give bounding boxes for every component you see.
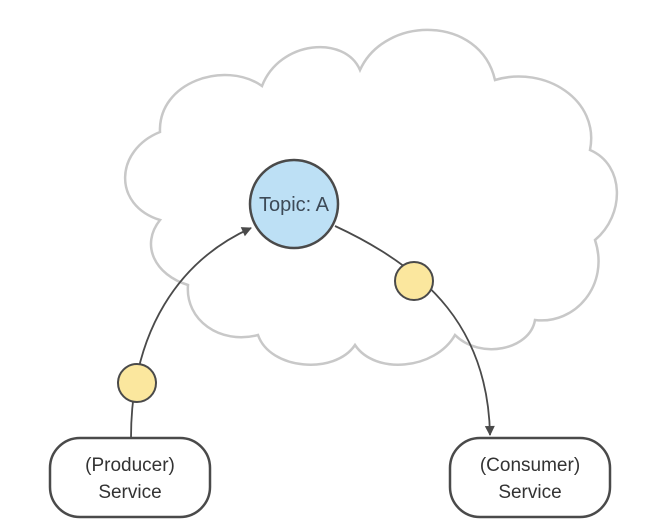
publish-connector (130, 227, 252, 439)
consumer-service-label-line2: Service (498, 482, 561, 503)
producer-service-label-line2: Service (98, 482, 161, 503)
producer-service-node[interactable]: (Producer) Service (48, 436, 212, 519)
topic-label: Topic: A (259, 194, 330, 216)
consumer-service-label-line1: (Consumer) (480, 455, 580, 476)
message-token-icon (394, 261, 434, 301)
subscribe-connector (334, 225, 495, 436)
topic-node[interactable]: Topic: A (248, 158, 340, 250)
message-token-icon (117, 363, 157, 403)
producer-service-label-line1: (Producer) (85, 455, 175, 476)
consumer-service-node[interactable]: (Consumer) Service (448, 436, 612, 519)
cloud-icon (123, 28, 619, 366)
